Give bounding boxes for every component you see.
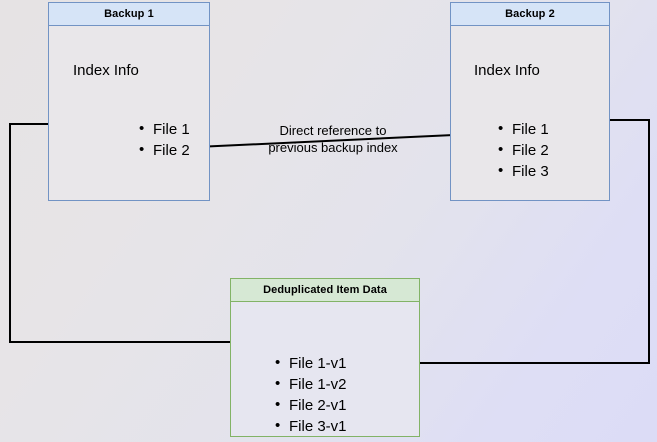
backup-1-title: Backup 1 bbox=[49, 3, 209, 26]
list-item: File 3 bbox=[496, 160, 549, 182]
backup-1-box[interactable]: Backup 1 Index Info File 1 File 2 bbox=[48, 2, 210, 201]
backup-2-index-info-label: Index Info bbox=[474, 62, 540, 79]
backup-2-box[interactable]: Backup 2 Index Info File 1 File 2 File 3 bbox=[450, 2, 610, 201]
backup-2-title: Backup 2 bbox=[451, 3, 609, 26]
backup-1-body: Index Info File 1 File 2 bbox=[49, 26, 209, 200]
direct-reference-edge-label-line-2: previous backup index bbox=[268, 140, 398, 155]
backup-1-index-info-label: Index Info bbox=[73, 62, 139, 79]
list-item: File 3-v1 bbox=[273, 415, 347, 437]
deduplicated-item-list: File 1-v1 File 1-v2 File 2-v1 File 3-v1 bbox=[273, 352, 347, 437]
backup-1-file-list: File 1 File 2 bbox=[137, 118, 190, 161]
list-item: File 2-v1 bbox=[273, 394, 347, 416]
list-item: File 1-v1 bbox=[273, 352, 347, 374]
list-item: File 2 bbox=[137, 139, 190, 161]
backup-2-file-list: File 1 File 2 File 3 bbox=[496, 118, 549, 182]
direct-reference-edge-label-line-1: Direct reference to bbox=[279, 123, 387, 138]
deduplicated-item-data-body: File 1-v1 File 1-v2 File 2-v1 File 3-v1 bbox=[231, 302, 419, 436]
deduplicated-item-data-title: Deduplicated Item Data bbox=[231, 279, 419, 302]
list-item: File 1 bbox=[496, 118, 549, 140]
backup-2-body: Index Info File 1 File 2 File 3 bbox=[451, 26, 609, 200]
list-item: File 2 bbox=[496, 139, 549, 161]
deduplicated-item-data-box[interactable]: Deduplicated Item Data File 1-v1 File 1-… bbox=[230, 278, 420, 437]
list-item: File 1 bbox=[137, 118, 190, 140]
direct-reference-edge-label: Direct reference to previous backup inde… bbox=[248, 122, 418, 156]
list-item: File 1-v2 bbox=[273, 373, 347, 395]
